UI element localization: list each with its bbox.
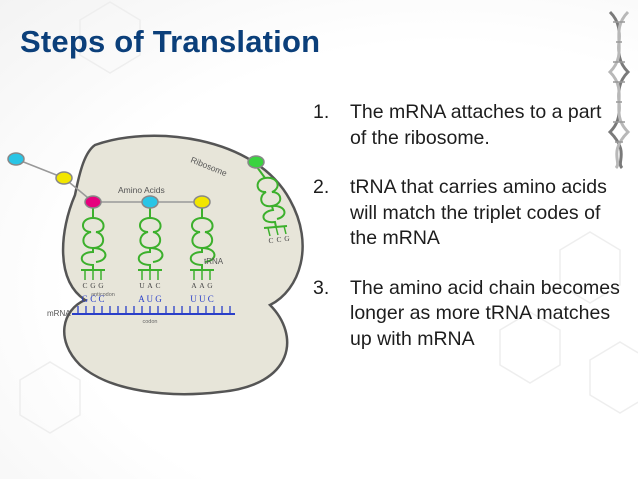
amino-acid-3	[84, 195, 102, 209]
anticodon-1-1: C	[82, 281, 87, 290]
codon-label: codon	[143, 319, 158, 325]
codon-1: G C C	[81, 294, 104, 304]
free-anticodon-2: C	[276, 235, 281, 244]
step-item: 3. The amino acid chain becomes longer a…	[313, 276, 623, 353]
step-text: The amino acid chain becomes longer as m…	[350, 276, 620, 350]
step-number: 1.	[313, 101, 330, 123]
amino-acid-2	[55, 171, 73, 185]
trna-2	[137, 208, 164, 280]
anticodon-2-1: U	[139, 281, 145, 290]
step-item: 1. The mRNA attaches to a part of the ri…	[313, 100, 623, 151]
mrna-label: mRNA	[47, 309, 71, 318]
anticodon-label: anticodon	[91, 292, 115, 298]
ribosome	[61, 134, 304, 396]
step-text: tRNA that carries amino acids will match…	[350, 176, 607, 249]
trna-label: tRNA	[204, 257, 224, 266]
slide-title: Steps of Translation	[20, 24, 321, 59]
amino-acid-4	[141, 195, 159, 209]
codon-3: U U C	[190, 294, 214, 304]
free-anticodon-3: G	[284, 234, 290, 243]
dna-helix-icon	[607, 10, 631, 170]
anticodon-3-3: G	[207, 281, 213, 290]
amino-acid-5	[193, 195, 211, 209]
amino-acid-1	[7, 152, 25, 166]
step-item: 2. tRNA that carries amino acids will ma…	[313, 175, 623, 252]
anticodon-1-2: G	[90, 281, 96, 290]
anticodon-3-1: A	[191, 281, 197, 290]
anticodon-3-2: A	[199, 281, 205, 290]
codons: G C C A U G U U C	[81, 294, 213, 304]
step-number: 2.	[313, 176, 330, 198]
steps-list: 1. The mRNA attaches to a part of the ri…	[313, 100, 623, 352]
amino-acid-free	[247, 155, 265, 169]
free-anticodon-1: C	[268, 236, 273, 245]
anticodon-1-3: G	[98, 281, 104, 290]
anticodon-2-2: A	[147, 281, 153, 290]
translation-diagram: Ribosome Amino Acids	[7, 134, 304, 396]
anticodons: C G G U A C A A G C C G	[82, 234, 290, 290]
trna-3	[189, 208, 216, 280]
step-text: The mRNA attaches to a part of the ribos…	[350, 101, 602, 149]
step-number: 3.	[313, 276, 330, 299]
mrna-strand	[72, 306, 235, 315]
codon-2: A U G	[138, 294, 162, 304]
trna-1	[80, 208, 107, 280]
trna-free	[256, 166, 288, 237]
amino-acids-label: Amino Acids	[118, 185, 165, 195]
anticodon-2-3: C	[155, 281, 160, 290]
